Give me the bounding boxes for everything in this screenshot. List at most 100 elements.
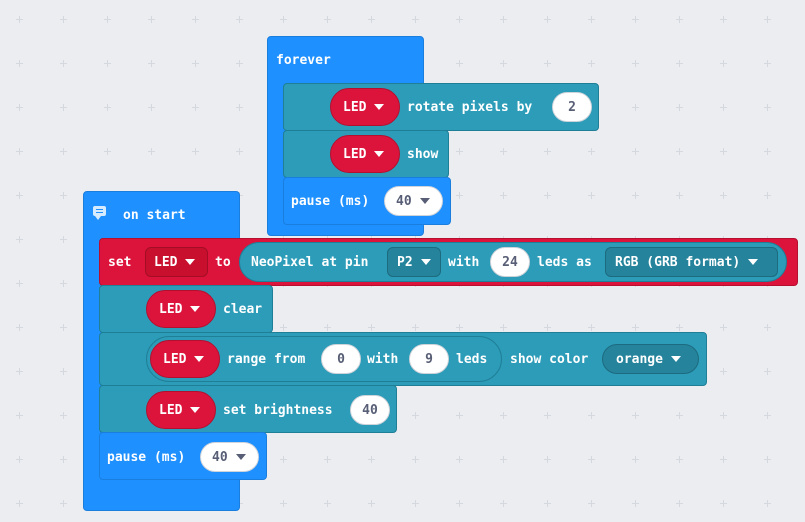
grid-cross — [280, 324, 287, 331]
led-variable-dropdown[interactable]: LED — [330, 135, 400, 173]
set-variable-dropdown[interactable]: LED — [145, 247, 208, 277]
grid-cross — [60, 192, 67, 199]
with-keyword: with — [448, 255, 480, 270]
grid-cross — [60, 412, 67, 419]
led-variable-dropdown[interactable]: LED — [146, 391, 216, 429]
grid-cross — [60, 368, 67, 375]
grid-cross — [676, 500, 683, 507]
grid-cross — [368, 324, 375, 331]
grid-cross — [676, 104, 683, 111]
color-format-value: RGB (GRB format) — [615, 254, 741, 270]
grid-cross — [764, 500, 771, 507]
led-label: LED — [343, 99, 367, 115]
grid-cross — [456, 192, 463, 199]
grid-cross — [720, 16, 727, 23]
grid-cross — [192, 16, 199, 23]
grid-cross — [720, 368, 727, 375]
grid-cross — [720, 324, 727, 331]
grid-cross — [544, 192, 551, 199]
to-keyword: to — [215, 255, 231, 270]
range-count-input[interactable]: 9 — [409, 344, 449, 374]
grid-cross — [236, 16, 243, 23]
rotate-pixels-label: rotate pixels by — [407, 100, 533, 115]
grid-cross — [148, 148, 155, 155]
grid-cross — [500, 148, 507, 155]
grid-cross — [632, 192, 639, 199]
grid-cross — [148, 60, 155, 67]
chevron-down-icon — [235, 454, 246, 460]
grid-cross — [412, 500, 419, 507]
grid-cross — [720, 104, 727, 111]
pause-duration-dropdown[interactable]: 40 — [200, 442, 259, 472]
grid-cross — [720, 148, 727, 155]
led-variable-dropdown[interactable]: LED — [146, 290, 216, 328]
led-label: LED — [159, 402, 183, 418]
color-format-dropdown[interactable]: RGB (GRB format) — [605, 247, 778, 277]
grid-cross — [544, 324, 551, 331]
grid-cross — [60, 148, 67, 155]
grid-cross — [720, 456, 727, 463]
grid-cross — [456, 16, 463, 23]
grid-cross — [368, 500, 375, 507]
comment-icon[interactable] — [93, 206, 106, 220]
grid-cross — [676, 412, 683, 419]
clear-label: clear — [223, 302, 263, 317]
grid-cross — [720, 192, 727, 199]
pause-duration-dropdown[interactable]: 40 — [384, 186, 443, 216]
grid-cross — [456, 500, 463, 507]
grid-cross — [412, 456, 419, 463]
brightness-input[interactable]: 40 — [350, 395, 390, 425]
chevron-down-icon — [190, 306, 201, 312]
grid-cross — [236, 104, 243, 111]
grid-cross — [676, 60, 683, 67]
grid-cross — [588, 500, 595, 507]
grid-cross — [500, 500, 507, 507]
grid-cross — [676, 456, 683, 463]
grid-cross — [280, 500, 287, 507]
grid-cross — [764, 368, 771, 375]
grid-cross — [16, 236, 23, 243]
grid-cross — [236, 148, 243, 155]
grid-cross — [324, 456, 331, 463]
grid-cross — [324, 500, 331, 507]
pin-dropdown[interactable]: P2 — [387, 247, 441, 277]
grid-cross — [60, 500, 67, 507]
grid-cross — [588, 456, 595, 463]
grid-cross — [16, 104, 23, 111]
color-dropdown[interactable]: orange — [602, 344, 699, 374]
grid-cross — [676, 324, 683, 331]
rotate-amount-input[interactable]: 2 — [552, 92, 592, 122]
range-from-label: range from — [227, 352, 306, 367]
chevron-down-icon — [185, 259, 196, 265]
grid-cross — [16, 60, 23, 67]
grid-cross — [764, 60, 771, 67]
grid-cross — [500, 412, 507, 419]
grid-cross — [500, 324, 507, 331]
grid-cross — [368, 456, 375, 463]
grid-cross — [16, 148, 23, 155]
grid-cross — [16, 280, 23, 287]
grid-cross — [500, 60, 507, 67]
grid-cross — [456, 60, 463, 67]
chevron-down-icon — [194, 356, 205, 362]
grid-cross — [720, 60, 727, 67]
color-value: orange — [616, 351, 663, 367]
grid-cross — [544, 456, 551, 463]
pause-value: 40 — [396, 193, 412, 209]
led-variable-dropdown[interactable]: LED — [150, 340, 220, 378]
grid-cross — [764, 16, 771, 23]
grid-cross — [192, 104, 199, 111]
grid-cross — [544, 16, 551, 23]
grid-cross — [632, 60, 639, 67]
grid-cross — [60, 104, 67, 111]
led-variable-dropdown[interactable]: LED — [330, 88, 400, 126]
grid-cross — [500, 192, 507, 199]
range-start-input[interactable]: 0 — [321, 344, 361, 374]
grid-cross — [588, 60, 595, 67]
led-count-input[interactable]: 24 — [490, 247, 530, 277]
grid-cross — [588, 192, 595, 199]
grid-cross — [632, 104, 639, 111]
grid-cross — [676, 192, 683, 199]
set-brightness-label: set brightness — [223, 403, 333, 418]
chevron-down-icon — [419, 198, 430, 204]
